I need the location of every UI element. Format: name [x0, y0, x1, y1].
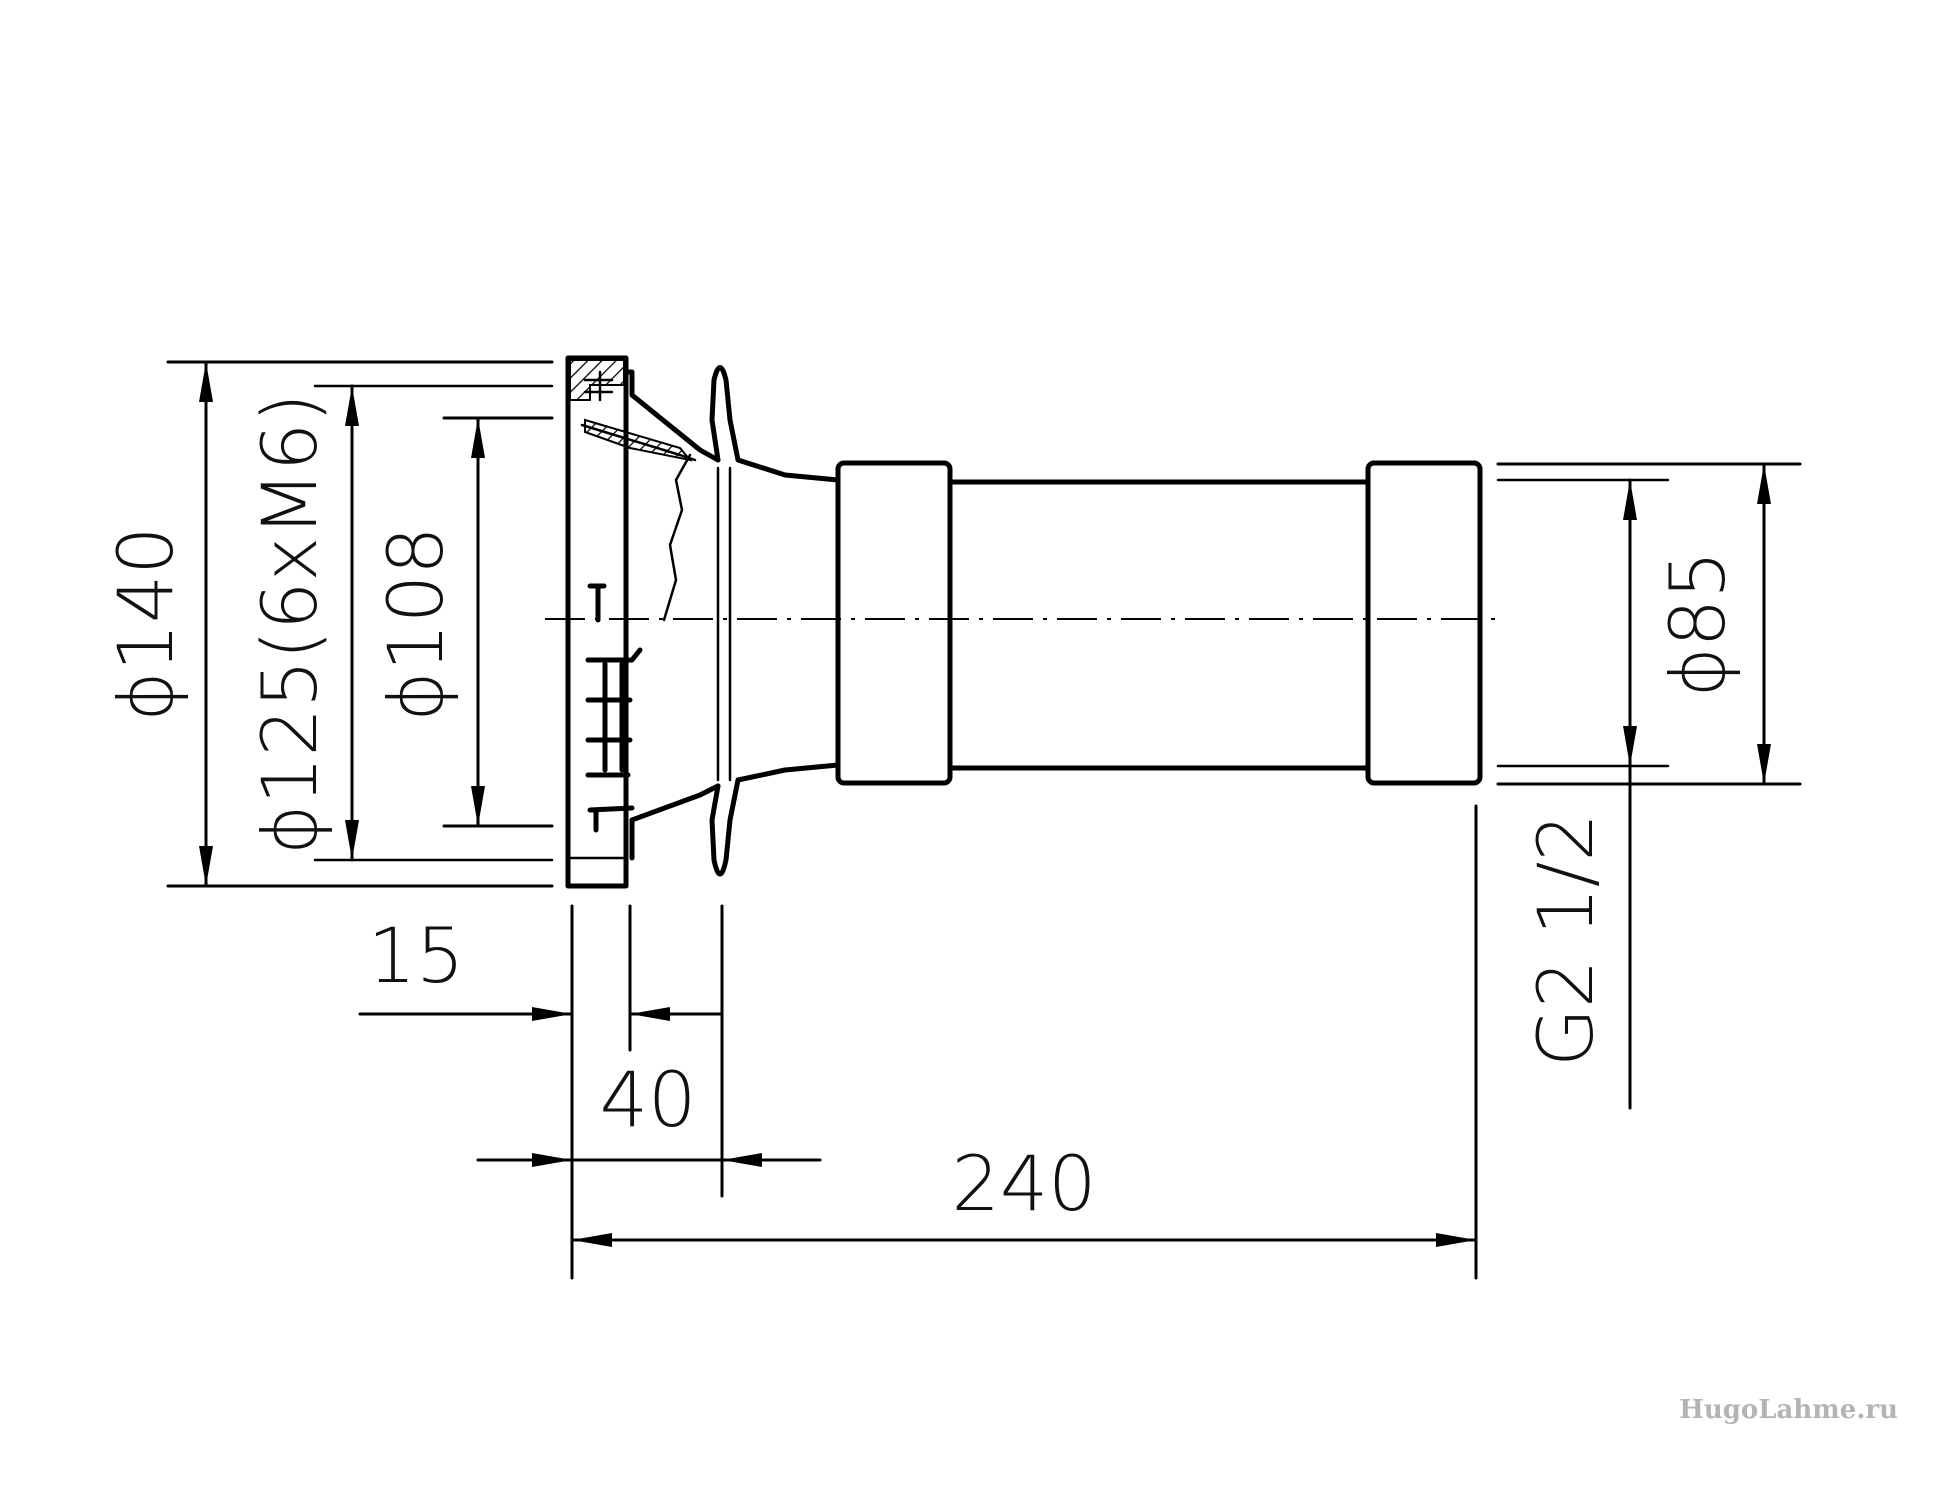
dim-w15: 15	[358, 911, 724, 1021]
label-w15: 15	[368, 911, 465, 1000]
label-d108: ϕ108	[371, 526, 460, 721]
label-d140: ϕ140	[101, 526, 190, 721]
label-w40: 40	[600, 1055, 697, 1144]
cone-bottom-edge	[629, 783, 721, 861]
dim-d125: ϕ125(6xM6)	[245, 384, 554, 862]
label-thread: G2 1/2	[1521, 813, 1610, 1067]
right-nut	[1365, 460, 1483, 786]
front-plate	[565, 355, 629, 889]
fitting-outline	[565, 355, 1483, 889]
label-d85: ϕ85	[1653, 551, 1742, 698]
label-d125: ϕ125(6xM6)	[245, 393, 334, 855]
cone-top-edge	[623, 359, 721, 463]
dim-d108: ϕ108	[371, 416, 554, 828]
watermark-text: HugoLahme.ru	[1679, 1395, 1898, 1425]
dim-w240: 240	[570, 1139, 1478, 1247]
left-nut	[835, 460, 953, 786]
dim-w40: 40	[476, 1055, 822, 1167]
dim-d140: ϕ140	[101, 360, 554, 888]
break-line	[662, 453, 692, 622]
dim-thread: G2 1/2	[1496, 478, 1670, 1110]
dim-d85: ϕ85	[1496, 462, 1802, 786]
label-w240: 240	[951, 1139, 1096, 1228]
